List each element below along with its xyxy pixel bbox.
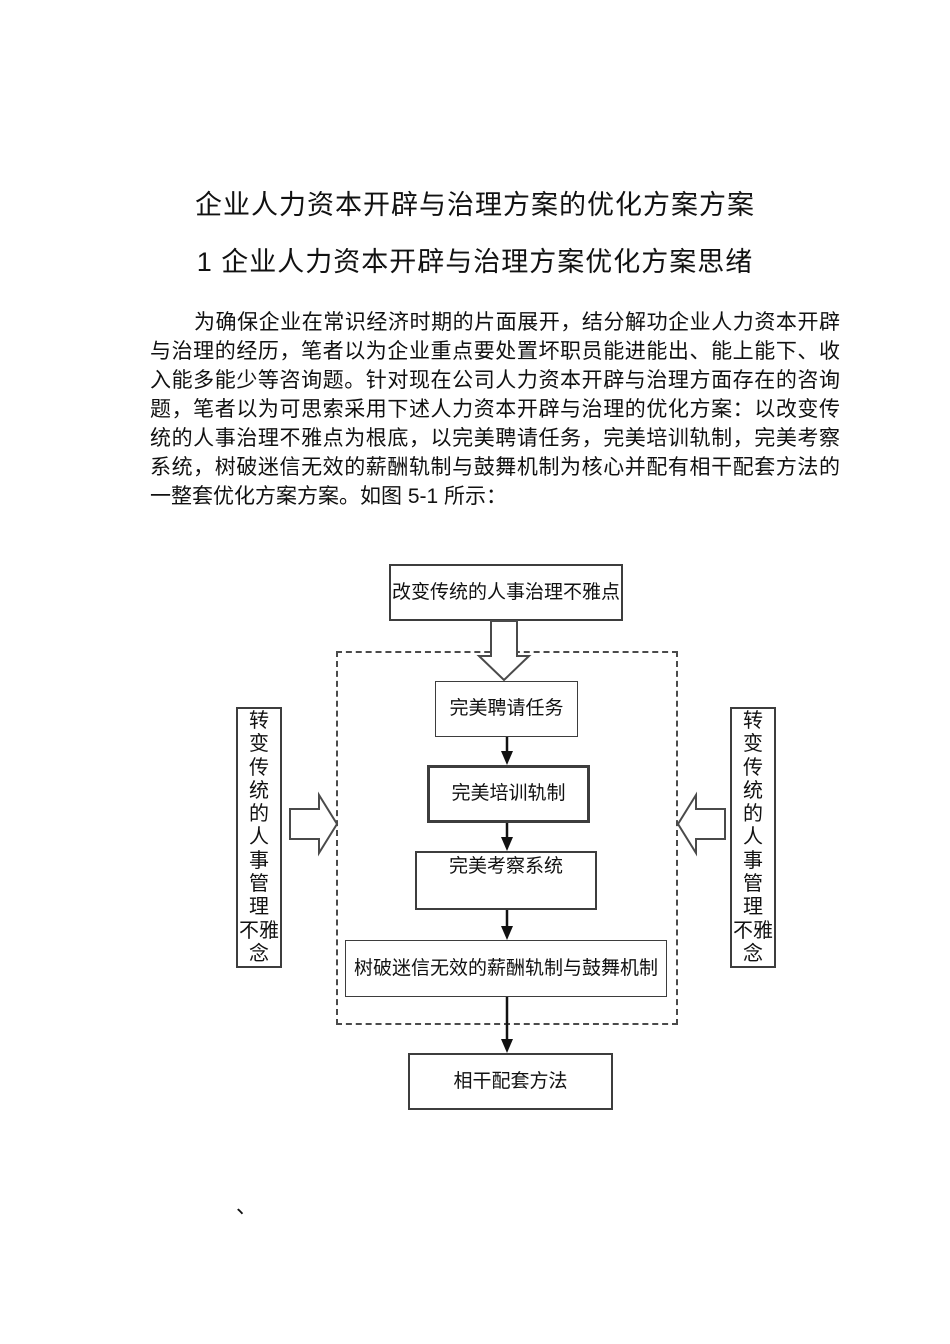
block-arrow-left-icon: [676, 791, 726, 857]
box-label: 完美考察系统: [448, 856, 563, 877]
block-arrow-right-icon: [289, 791, 339, 857]
body-paragraph: 为确保企业在常识经济时期的片面展开，结分解功企业人力资本开辟与治理的经历，笔者以…: [150, 311, 840, 508]
arrow-down-icon: [501, 997, 513, 1053]
flowchart-box-recruitment: 完美聘请任务: [435, 681, 578, 737]
flowchart-box-supporting-measures: 相干配套方法: [408, 1053, 613, 1110]
box-label: 相干配套方法: [453, 1070, 568, 1092]
vertical-label: 转 变 传 统 的 人 事 管 理 不雅 念: [239, 710, 279, 965]
flowchart-box-change-concept: 改变传统的人事治理不雅点: [389, 564, 623, 621]
flowchart-box-training: 完美培训轨制: [427, 765, 590, 823]
flowchart-side-box-right: 转 变 传 统 的 人 事 管 理 不雅 念: [730, 707, 776, 968]
box-label: 完美培训轨制: [451, 783, 566, 804]
arrow-down-icon: [501, 910, 513, 940]
flowchart-box-evaluation: 完美考察系统: [415, 851, 597, 910]
flowchart-box-salary-incentive: 树破迷信无效的薪酬轨制与鼓舞机制: [345, 940, 667, 997]
vertical-label: 转 变 传 统 的 人 事 管 理 不雅 念: [733, 710, 773, 965]
flowchart-side-box-left: 转 变 传 统 的 人 事 管 理 不雅 念: [236, 707, 282, 968]
block-arrow-down-icon: [476, 620, 532, 682]
box-label: 树破迷信无效的薪酬轨制与鼓舞机制: [353, 957, 658, 979]
arrow-down-icon: [501, 737, 513, 765]
box-label: 完美聘请任务: [449, 698, 564, 719]
box-label: 改变传统的人事治理不雅点: [391, 581, 620, 603]
section-heading: 1 企业人力资本开辟与治理方案优化方案思绪: [196, 247, 754, 277]
arrow-down-icon: [501, 823, 513, 851]
document-title: 企业人力资本开辟与治理方案的优化方案方案: [195, 190, 755, 220]
stray-punctuation-mark: 、: [236, 1195, 257, 1218]
